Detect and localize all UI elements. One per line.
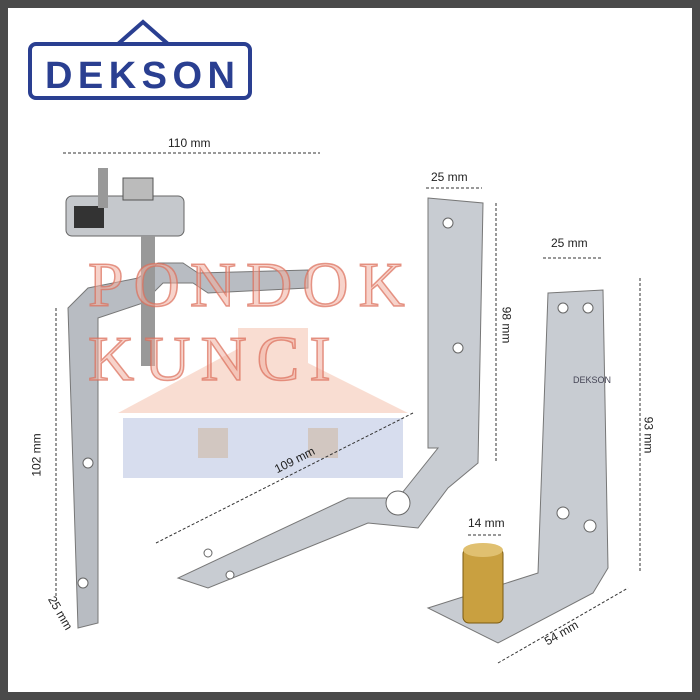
pin-diameter-label: 14 mm [468, 516, 505, 530]
arm-width-label: 25 mm [431, 170, 468, 184]
arm-height-label: 98 mm [499, 306, 514, 344]
svg-text:DEKSON: DEKSON [45, 55, 235, 97]
watermark-text: PONDOK KUNCI [87, 248, 415, 395]
dekson-logo: DEKSON [28, 19, 252, 100]
pivot-bracket: DEKSON [426, 289, 611, 644]
brass-pin [462, 547, 504, 624]
product-illustration: DEKSON [28, 19, 641, 664]
pivot-width-label: 25 mm [551, 236, 588, 250]
product-image: DEKSON [8, 8, 692, 692]
engraved-logo: DEKSON [573, 375, 611, 385]
house-watermark [118, 328, 408, 478]
pivot-height-label: 93 mm [641, 416, 656, 454]
arm-bracket [176, 197, 484, 589]
clamp-bracket [65, 168, 309, 629]
dimension-lines [55, 152, 641, 664]
clamp-height-label: 102 mm [29, 433, 44, 477]
clamp-width-label: 110 mm [168, 136, 211, 150]
